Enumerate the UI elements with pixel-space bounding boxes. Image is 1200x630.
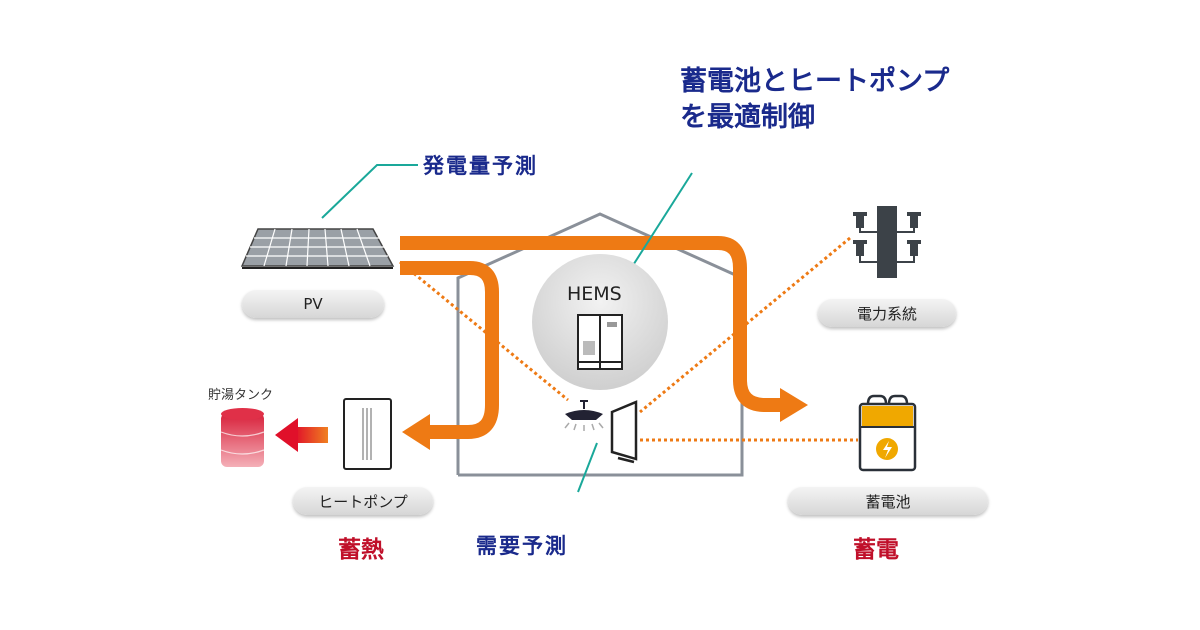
outcome-heat-storage: 蓄熱 xyxy=(338,537,384,563)
battery-icon xyxy=(858,394,917,472)
outcome-power-storage: 蓄電 xyxy=(853,537,899,563)
ceiling-lamp-icon xyxy=(564,400,604,431)
hems-cabinet-icon xyxy=(577,314,623,370)
node-battery: 蓄電池 xyxy=(788,487,988,515)
flow-arrow-pv-to-battery xyxy=(400,236,785,412)
leader-lines xyxy=(321,164,693,493)
main-title-line1: 蓄電池とヒートポンプ xyxy=(680,66,950,97)
dotted-connections xyxy=(399,236,858,442)
main-title-line2: を最適制御 xyxy=(680,102,815,133)
solar-panel-icon xyxy=(240,228,395,269)
leader-line-hems xyxy=(629,172,693,271)
tv-icon xyxy=(610,400,638,464)
dotted-line-pv-to-demand xyxy=(399,260,569,402)
hems-label: HEMS xyxy=(567,283,622,305)
flow-arrowhead-heatpump xyxy=(402,414,430,450)
leader-line-demand xyxy=(577,442,598,493)
power-grid-tower-icon xyxy=(853,206,921,278)
demand-forecast-label: 需要予測 xyxy=(476,534,568,558)
node-pv: PV xyxy=(242,290,384,318)
hot-water-tank-label: 貯湯タンク xyxy=(208,388,274,403)
flow-arrow-pv-to-heatpump xyxy=(400,261,499,439)
heat-arrow-icon xyxy=(275,418,328,452)
node-heat-pump: ヒートポンプ xyxy=(293,487,433,515)
node-power-grid: 電力系統 xyxy=(818,299,956,327)
generation-forecast-label: 発電量予測 xyxy=(423,154,538,178)
leader-line-generation xyxy=(321,164,418,219)
heat-pump-unit-icon xyxy=(343,398,392,470)
main-title: 蓄電池とヒートポンプ を最適制御 xyxy=(680,64,949,136)
flow-arrowhead-battery xyxy=(780,388,808,422)
hot-water-tank-icon xyxy=(220,408,265,467)
